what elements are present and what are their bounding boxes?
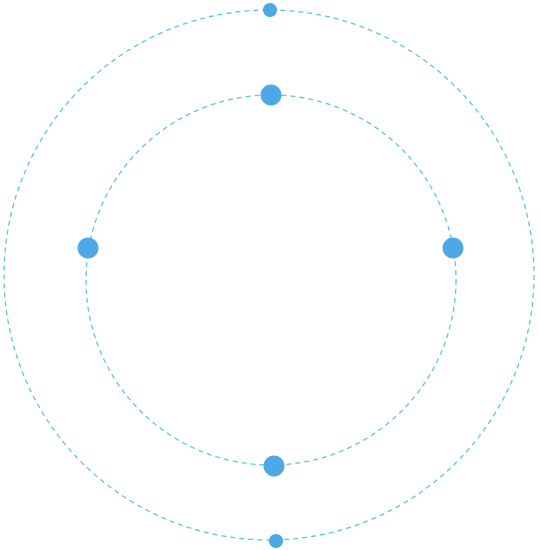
inner-left-node xyxy=(77,237,99,259)
inner-top-node xyxy=(260,84,282,106)
outer-ring xyxy=(3,9,535,541)
outer-top-node xyxy=(263,3,277,17)
outer-bottom-node xyxy=(269,534,283,548)
inner-bottom-node xyxy=(263,455,285,477)
inner-ring xyxy=(85,94,457,466)
inner-right-node xyxy=(442,237,464,259)
